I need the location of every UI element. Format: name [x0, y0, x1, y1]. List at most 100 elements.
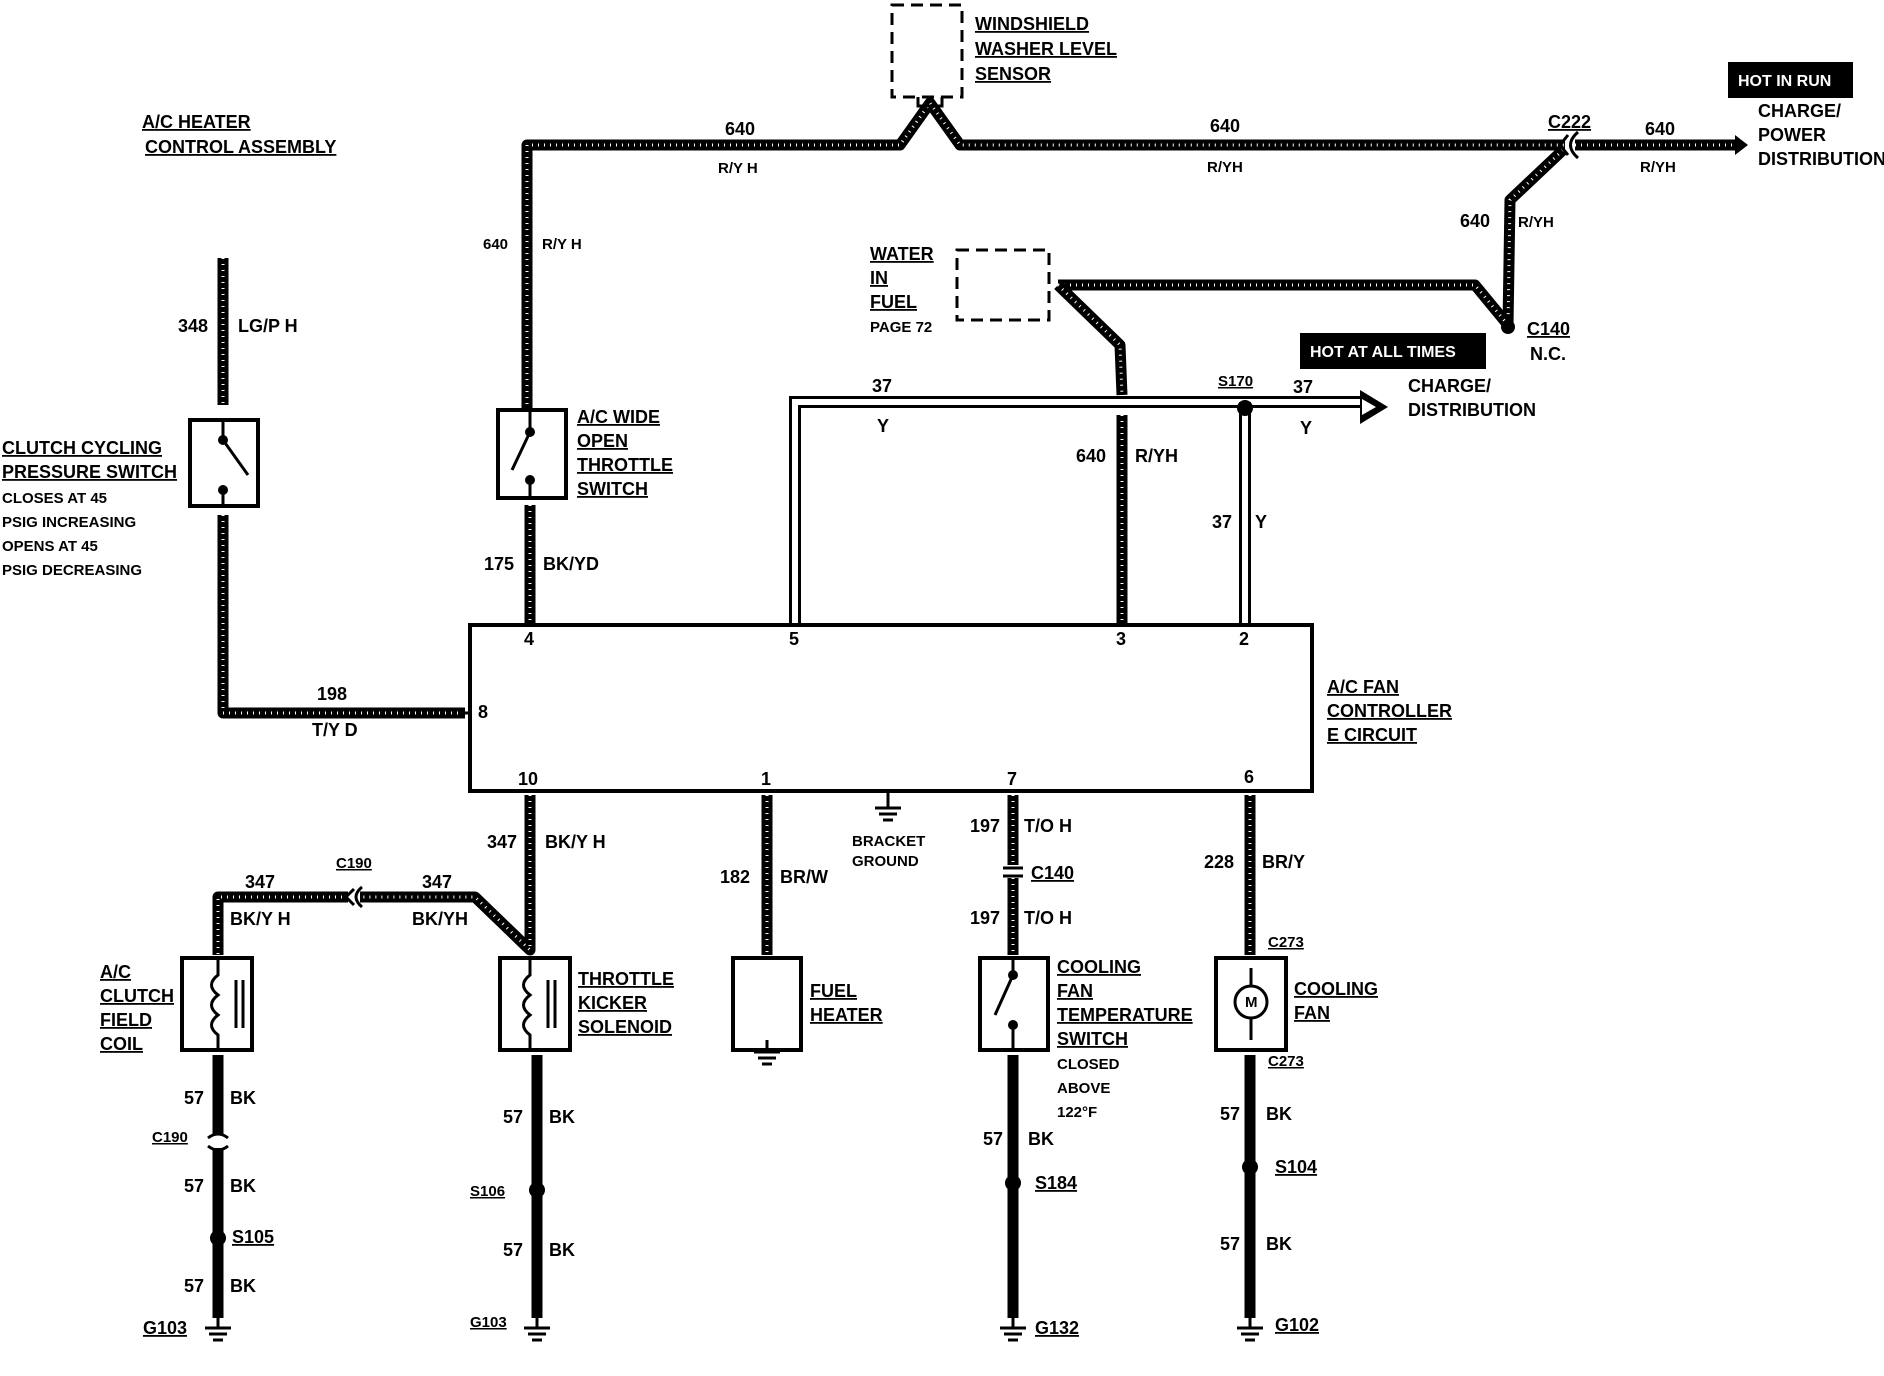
- svg-text:COIL: COIL: [100, 1034, 143, 1054]
- svg-text:R/Y H: R/Y H: [542, 236, 582, 253]
- throttle-kicker-solenoid: [498, 956, 572, 1052]
- windshield-label: WINDSHIELD: [975, 14, 1089, 34]
- svg-text:347: 347: [487, 832, 517, 852]
- svg-text:182: 182: [720, 867, 750, 887]
- svg-text:FAN: FAN: [1057, 981, 1093, 1001]
- svg-text:BR/W: BR/W: [780, 867, 828, 887]
- motor-symbol: M: [1245, 994, 1258, 1011]
- ac-wide-label: A/C WIDE: [577, 407, 660, 427]
- svg-text:57: 57: [983, 1129, 1003, 1149]
- svg-text:640: 640: [1210, 116, 1240, 136]
- svg-text:FAN: FAN: [1294, 1003, 1330, 1023]
- svg-text:FIELD: FIELD: [100, 1010, 152, 1030]
- svg-text:BK: BK: [1266, 1234, 1292, 1254]
- ground-g132: G132: [1035, 1318, 1079, 1338]
- splice-s170: S170: [1218, 373, 1253, 390]
- svg-text:T/Y D: T/Y D: [312, 720, 358, 740]
- svg-text:OPEN: OPEN: [577, 431, 628, 451]
- ac-fan-controller: [468, 623, 1314, 793]
- charge-distribution-label: CHARGE/: [1408, 376, 1491, 396]
- svg-text:PRESSURE SWITCH: PRESSURE SWITCH: [2, 462, 177, 482]
- svg-text:BK/Y H: BK/Y H: [230, 909, 291, 929]
- fuel-heater: [731, 956, 803, 1052]
- wires: [212, 97, 1748, 1318]
- labels: A/C HEATER CONTROL ASSEMBLY WINDSHIELD W…: [2, 14, 1884, 1338]
- svg-text:BK/YH: BK/YH: [412, 909, 468, 929]
- svg-text:640: 640: [725, 119, 755, 139]
- svg-text:IN: IN: [870, 268, 888, 288]
- wire-640-top: [521, 97, 1565, 410]
- svg-text:57: 57: [184, 1276, 204, 1296]
- svg-text:BK: BK: [1028, 1129, 1054, 1149]
- water-in-fuel-label: WATER: [870, 244, 934, 264]
- svg-text:BK: BK: [1266, 1104, 1292, 1124]
- pin-1: 1: [761, 769, 771, 789]
- svg-text:57: 57: [503, 1240, 523, 1260]
- water-in-fuel-sensor: [955, 248, 1051, 322]
- ac-clutch-label: A/C: [100, 962, 131, 982]
- svg-text:PSIG INCREASING: PSIG INCREASING: [2, 514, 136, 531]
- svg-text:R/YH: R/YH: [1207, 159, 1243, 176]
- svg-text:347: 347: [422, 872, 452, 892]
- cooling-fan-label: COOLING: [1294, 979, 1378, 999]
- svg-text:CLOSES AT 45: CLOSES AT 45: [2, 490, 107, 507]
- splice-s105: S105: [232, 1227, 274, 1247]
- svg-text:R/Y H: R/Y H: [718, 160, 758, 177]
- svg-text:THROTTLE: THROTTLE: [577, 455, 673, 475]
- svg-text:175: 175: [484, 554, 514, 574]
- svg-text:37: 37: [1293, 377, 1313, 397]
- fuel-heater-label: FUEL: [810, 981, 857, 1001]
- svg-text:348: 348: [178, 316, 208, 336]
- svg-text:R/YH: R/YH: [1640, 159, 1676, 176]
- ground-g103-a: G103: [143, 1318, 187, 1338]
- svg-text:Y: Y: [1255, 512, 1267, 532]
- page-title: A/C HEATER: [142, 112, 251, 132]
- svg-text:37: 37: [1212, 512, 1232, 532]
- svg-text:CONTROLLER: CONTROLLER: [1327, 701, 1452, 721]
- svg-text:T/O H: T/O H: [1024, 908, 1072, 928]
- svg-text:R/YH: R/YH: [1135, 446, 1178, 466]
- components: M: [180, 3, 1314, 1342]
- pin-2: 2: [1239, 629, 1249, 649]
- connector-c140-mid: C140: [1031, 863, 1074, 883]
- svg-text:BK: BK: [230, 1088, 256, 1108]
- clutch-cycling-label: CLUTCH CYCLING: [2, 438, 162, 458]
- hot-at-all-times-badge: [1300, 333, 1486, 369]
- connector-c222: C222: [1548, 112, 1591, 132]
- svg-text:57: 57: [503, 1107, 523, 1127]
- svg-text:WASHER LEVEL: WASHER LEVEL: [975, 39, 1117, 59]
- svg-text:KICKER: KICKER: [578, 993, 647, 1013]
- connector-marks: [207, 130, 1580, 1246]
- connector-c273-a: C273: [1268, 934, 1304, 951]
- svg-text:HEATER: HEATER: [810, 1005, 883, 1025]
- svg-text:57: 57: [1220, 1234, 1240, 1254]
- svg-text:HOT IN RUN: HOT IN RUN: [1738, 73, 1831, 90]
- nc-label: N.C.: [1530, 344, 1566, 364]
- pin-8: 8: [478, 702, 488, 722]
- charge-power-label: CHARGE/: [1758, 101, 1841, 121]
- connector-c140-top: C140: [1527, 319, 1570, 339]
- pin-10: 10: [518, 769, 538, 789]
- connector-c190-b: C190: [152, 1129, 188, 1146]
- connector-c190-a: C190: [336, 855, 372, 872]
- svg-text:SENSOR: SENSOR: [975, 64, 1051, 84]
- ground-g103-b: G103: [470, 1314, 507, 1331]
- hot-in-run-badge: [1728, 62, 1853, 98]
- svg-text:FUEL: FUEL: [870, 292, 917, 312]
- svg-text:BK: BK: [230, 1176, 256, 1196]
- svg-text:CLOSED: CLOSED: [1057, 1056, 1120, 1073]
- svg-text:BK: BK: [230, 1276, 256, 1296]
- svg-text:BK/YD: BK/YD: [543, 554, 599, 574]
- svg-text:57: 57: [184, 1176, 204, 1196]
- svg-text:640: 640: [483, 236, 508, 253]
- pin-4: 4: [524, 629, 534, 649]
- svg-text:BR/Y: BR/Y: [1262, 852, 1305, 872]
- svg-text:640: 640: [1645, 119, 1675, 139]
- svg-text:197: 197: [970, 816, 1000, 836]
- svg-text:R/YH: R/YH: [1518, 214, 1554, 231]
- svg-text:TEMPERATURE: TEMPERATURE: [1057, 1005, 1193, 1025]
- svg-text:POWER: POWER: [1758, 125, 1826, 145]
- svg-text:347: 347: [245, 872, 275, 892]
- cooling-switch-label: COOLING: [1057, 957, 1141, 977]
- svg-text:57: 57: [1220, 1104, 1240, 1124]
